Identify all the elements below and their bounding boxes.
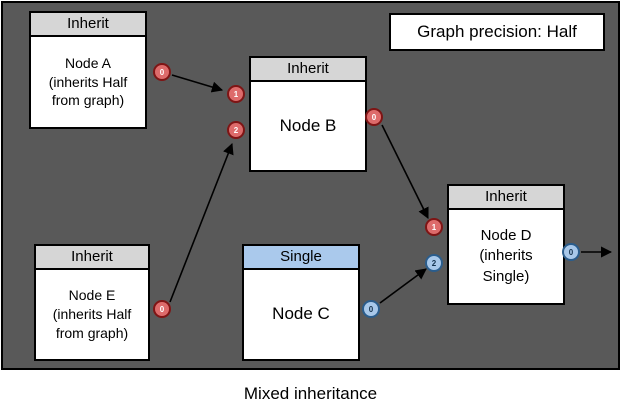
node-e-body: Node E (inherits Half from graph) bbox=[52, 287, 132, 341]
node-c-output-port: 0 bbox=[362, 300, 380, 318]
node-d-body: Node D (inherits Single) bbox=[479, 227, 533, 285]
node-a-output-port: 0 bbox=[153, 63, 171, 81]
node-c-header: Single bbox=[244, 246, 358, 270]
precision-banner: Graph precision: Half bbox=[389, 13, 605, 51]
node-b-header: Inherit bbox=[251, 58, 365, 82]
edge-a-to-b-arrow bbox=[171, 74, 224, 93]
graph-canvas: Graph precision: Half Inherit Node A (in… bbox=[1, 1, 620, 370]
node-e: Inherit Node E (inherits Half from graph… bbox=[34, 244, 150, 361]
figure-caption: Mixed inheritance bbox=[243, 384, 378, 403]
node-b-body: Node B bbox=[279, 115, 337, 135]
node-d-output-port: 0 bbox=[562, 243, 580, 261]
node-d-input-port-2: 2 bbox=[425, 254, 443, 272]
node-e-header: Inherit bbox=[36, 246, 148, 270]
node-d-input-port-1: 1 bbox=[425, 218, 443, 236]
node-a-body: Node A (inherits Half from graph) bbox=[48, 54, 128, 109]
node-c-body: Node C bbox=[272, 304, 330, 324]
node-a: Inherit Node A (inherits Half from graph… bbox=[29, 11, 147, 129]
node-e-output-port: 0 bbox=[153, 300, 171, 318]
node-b-input-port-2: 2 bbox=[227, 121, 245, 139]
node-b: Inherit Node B bbox=[249, 56, 367, 172]
node-a-header: Inherit bbox=[31, 13, 145, 37]
node-b-input-port-1: 1 bbox=[227, 85, 245, 103]
node-b-output-port: 0 bbox=[365, 108, 383, 126]
precision-banner-label: Graph precision: Half bbox=[417, 22, 577, 41]
edge-b-to-d-arrow bbox=[381, 124, 429, 220]
edge-e-to-b-arrow bbox=[169, 142, 234, 303]
node-d: Inherit Node D (inherits Single) bbox=[447, 184, 565, 305]
node-c: Single Node C bbox=[242, 244, 360, 361]
edge-c-to-d-arrow bbox=[379, 268, 427, 304]
node-d-header: Inherit bbox=[449, 186, 563, 210]
